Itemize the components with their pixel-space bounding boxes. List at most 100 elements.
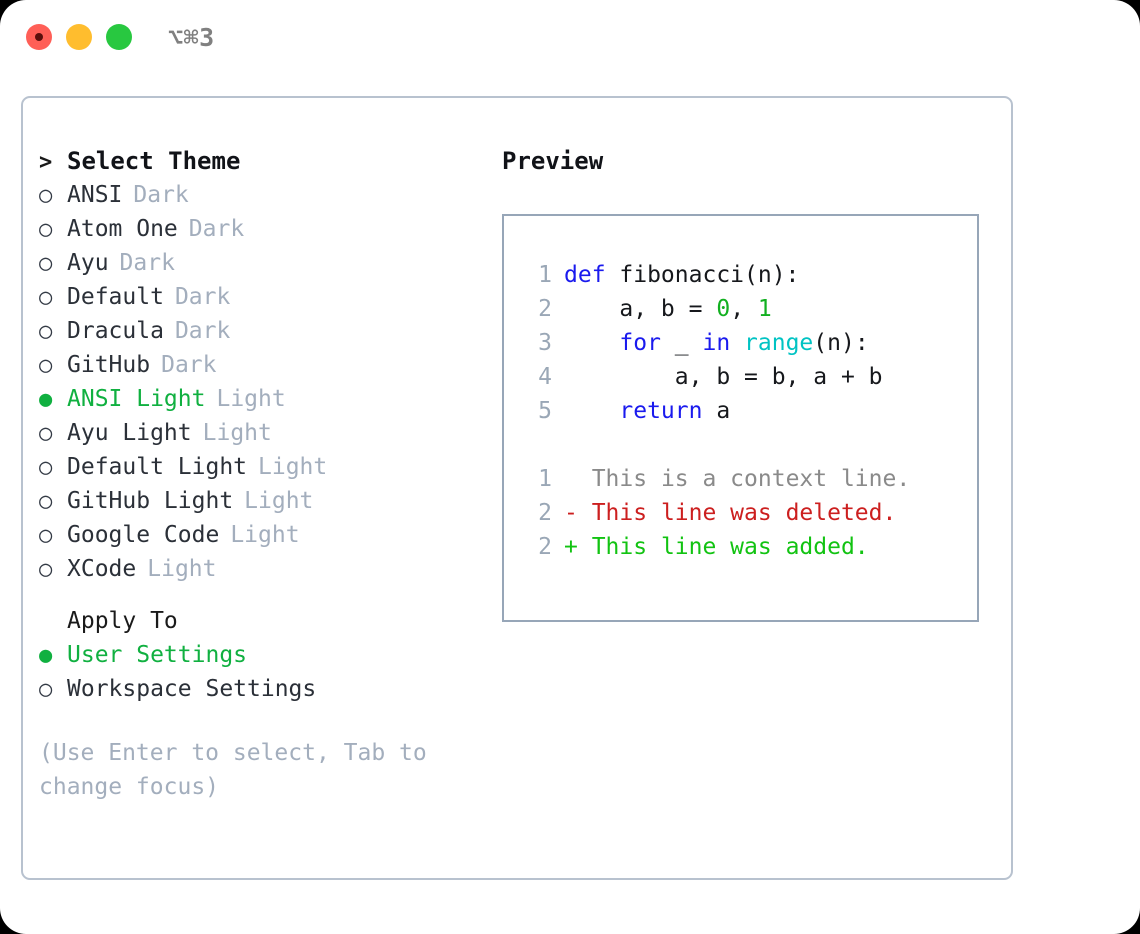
line-number: 3 bbox=[538, 330, 552, 356]
theme-list-item[interactable]: ○ Default Light Light bbox=[39, 450, 479, 484]
diff-sign bbox=[564, 462, 592, 496]
theme-name: Ayu bbox=[67, 250, 109, 276]
theme-name: ANSI bbox=[67, 182, 123, 208]
code-token-txt: fibonacci(n): bbox=[619, 262, 800, 288]
theme-variant-label: Light bbox=[202, 420, 272, 446]
radio-unselected-icon[interactable]: ○ bbox=[39, 421, 53, 446]
radio-unselected-icon[interactable]: ○ bbox=[39, 557, 53, 582]
theme-list-item[interactable]: ● ANSI Light Light bbox=[39, 382, 479, 416]
code-line-text: for _ in range(n): bbox=[564, 326, 869, 360]
theme-variant-label: Dark bbox=[119, 250, 175, 276]
apply-to-option-label: User Settings bbox=[67, 642, 248, 668]
apply-to-option[interactable]: ● User Settings bbox=[39, 638, 479, 672]
code-token-txt: a, b = b, a + b bbox=[564, 364, 883, 390]
title-bar: ⌥⌘3 bbox=[0, 0, 1140, 80]
radio-unselected-icon[interactable]: ○ bbox=[39, 217, 53, 242]
radio-unselected-icon[interactable]: ○ bbox=[39, 523, 53, 548]
code-token-bi: range bbox=[744, 330, 814, 356]
theme-list-item[interactable]: ○ Google Code Light bbox=[39, 518, 479, 552]
radio-unselected-icon[interactable]: ○ bbox=[39, 677, 53, 702]
minimize-button-icon[interactable] bbox=[66, 24, 92, 50]
close-button-icon[interactable] bbox=[26, 24, 52, 50]
theme-name: GitHub Light bbox=[67, 488, 234, 514]
line-number: 2 bbox=[538, 500, 552, 526]
theme-name: GitHub bbox=[67, 352, 151, 378]
diff-sign: - bbox=[564, 500, 592, 526]
code-token-txt bbox=[564, 398, 619, 424]
keyboard-hint-text: (Use Enter to select, Tab to change focu… bbox=[39, 740, 427, 800]
hint-spacer bbox=[39, 706, 479, 736]
code-line-text: def fibonacci(n): bbox=[564, 258, 799, 292]
theme-variant-label: Light bbox=[258, 454, 328, 480]
code-diff-separator bbox=[522, 428, 971, 462]
code-line-text: return a bbox=[564, 394, 730, 428]
radio-unselected-icon[interactable]: ○ bbox=[39, 489, 53, 514]
code-line-text: a, b = b, a + b bbox=[564, 360, 883, 394]
apply-to-option[interactable]: ○Workspace Settings bbox=[39, 672, 479, 706]
theme-name: Default Light bbox=[67, 454, 248, 480]
zoom-button-icon[interactable] bbox=[106, 24, 132, 50]
radio-unselected-icon[interactable]: ○ bbox=[39, 285, 53, 310]
theme-list-item[interactable]: ○ Ayu Dark bbox=[39, 246, 479, 280]
code-token-kw: return bbox=[619, 398, 703, 424]
theme-list-item[interactable]: ○ Ayu Light Light bbox=[39, 416, 479, 450]
line-number: 5 bbox=[538, 398, 552, 424]
line-number: 2 bbox=[538, 534, 552, 560]
theme-list-item[interactable]: ○ GitHub Light Light bbox=[39, 484, 479, 518]
radio-unselected-icon[interactable]: ○ bbox=[39, 319, 53, 344]
theme-name: ANSI Light bbox=[67, 386, 206, 412]
theme-variant-label: Light bbox=[230, 522, 300, 548]
radio-unselected-icon[interactable]: ○ bbox=[39, 455, 53, 480]
radio-unselected-icon[interactable]: ○ bbox=[39, 183, 53, 208]
code-token-kw: def bbox=[564, 262, 620, 288]
theme-variant-label: Dark bbox=[174, 318, 231, 344]
select-theme-heading-row: > Select Theme bbox=[39, 144, 479, 178]
theme-variant-label: Light bbox=[216, 386, 286, 412]
theme-variant-label: Light bbox=[147, 556, 217, 582]
radio-selected-icon[interactable]: ● bbox=[39, 643, 53, 668]
theme-name: Google Code bbox=[67, 522, 220, 548]
diff-sample: 1 This is a context line.2- This line wa… bbox=[522, 462, 971, 564]
code-token-txt: (n): bbox=[813, 330, 869, 356]
theme-variant-label: Dark bbox=[188, 216, 245, 242]
code-token-txt bbox=[730, 330, 744, 356]
code-token-kw: for bbox=[619, 330, 661, 356]
theme-list-item[interactable]: ○ Atom One Dark bbox=[39, 212, 479, 246]
radio-selected-icon[interactable]: ● bbox=[39, 387, 53, 412]
line-number: 2 bbox=[538, 296, 552, 322]
code-line: 4 a, b = b, a + b bbox=[522, 360, 971, 394]
code-token-txt: , bbox=[730, 296, 758, 322]
prompt-caret-icon: > bbox=[39, 150, 53, 175]
theme-variant-label: Dark bbox=[133, 182, 189, 208]
radio-unselected-icon[interactable]: ○ bbox=[39, 251, 53, 276]
diff-line-del: 2- This line was deleted. bbox=[522, 496, 971, 530]
list-spacer bbox=[39, 586, 479, 604]
code-token-txt: _ bbox=[660, 330, 703, 356]
theme-name: Ayu Light bbox=[67, 420, 192, 446]
theme-list-item[interactable]: ○ ANSI Dark bbox=[39, 178, 479, 212]
diff-line-text: This is a context line. bbox=[591, 466, 911, 492]
radio-unselected-icon[interactable]: ○ bbox=[39, 353, 53, 378]
line-number: 1 bbox=[538, 466, 552, 492]
preview-title: Preview bbox=[502, 147, 604, 175]
apply-to-label: Apply To bbox=[67, 608, 178, 634]
theme-variant-label: Light bbox=[244, 488, 314, 514]
theme-list-item[interactable]: ○ GitHub Dark bbox=[39, 348, 479, 382]
code-token-kw: in bbox=[702, 330, 731, 356]
code-line: 3 for _ in range(n): bbox=[522, 326, 971, 360]
theme-name: Atom One bbox=[67, 216, 178, 242]
theme-variant-label: Dark bbox=[161, 352, 217, 378]
diff-sign: + bbox=[564, 534, 592, 560]
diff-line-ctx: 1 This is a context line. bbox=[522, 462, 971, 496]
